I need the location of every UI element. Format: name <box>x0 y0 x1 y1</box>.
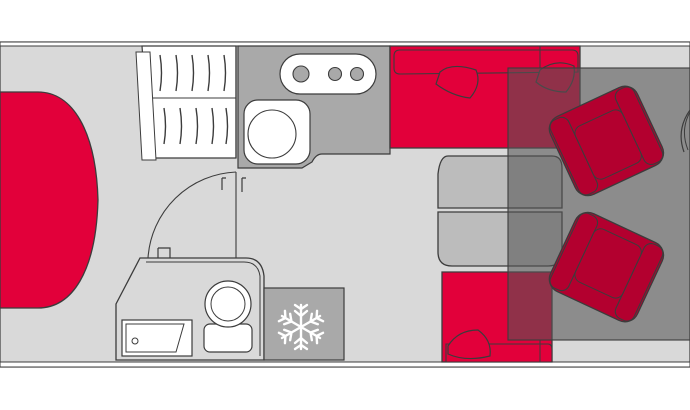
cushion-icon <box>435 65 479 99</box>
bottom-wall <box>0 361 690 368</box>
stove-burner-icon <box>349 66 365 82</box>
stove-burner-icon <box>292 65 310 83</box>
bed <box>0 91 99 309</box>
stove-burner-icon <box>327 66 343 82</box>
wardrobe <box>135 45 237 161</box>
bathroom <box>115 257 265 361</box>
sink-icon <box>125 323 185 353</box>
armchair-icon <box>548 211 665 323</box>
fridge <box>263 287 345 361</box>
armchair-icon <box>548 85 665 197</box>
cab <box>507 46 690 362</box>
door-handle-icon <box>221 177 246 192</box>
kitchen-counter <box>237 45 391 169</box>
cushion-icon <box>447 329 491 360</box>
door-swing <box>147 171 237 259</box>
snowflake-icon <box>277 303 325 351</box>
toilet-icon <box>203 280 253 353</box>
